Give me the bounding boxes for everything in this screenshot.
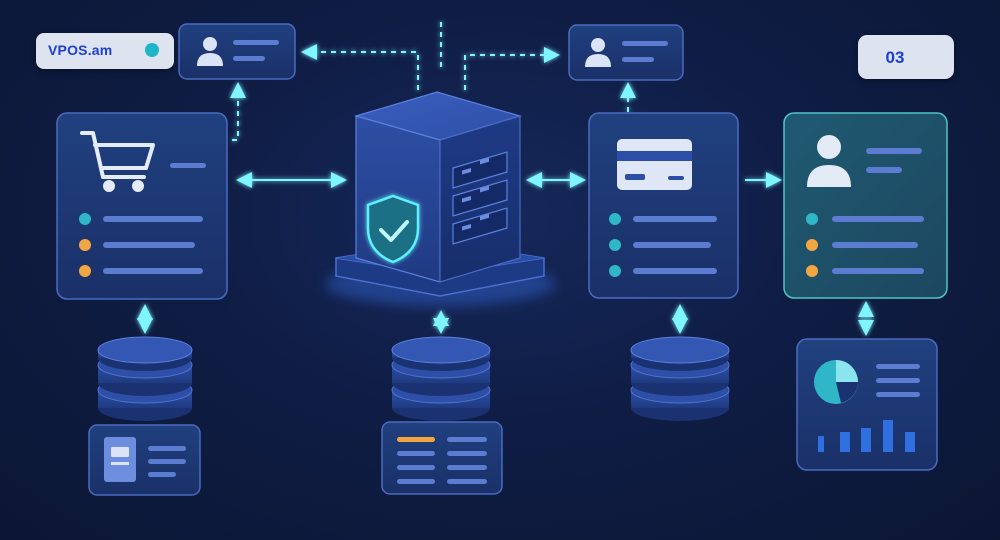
status-dot-teal [609, 213, 621, 225]
document-card [88, 424, 201, 496]
status-dot-teal [79, 213, 91, 225]
brand-badge: VPOS.am [36, 33, 174, 69]
connector-cube-top-left [301, 44, 419, 90]
profile-panel [783, 112, 948, 299]
database-icon [391, 336, 491, 421]
server-rack-icon [452, 151, 508, 245]
user-icon [807, 135, 851, 187]
status-dot-orange [806, 239, 818, 251]
document-icon [104, 437, 136, 482]
status-dot-orange [806, 265, 818, 277]
cart-panel [56, 112, 228, 300]
user-icon [585, 38, 611, 67]
connectors [137, 22, 874, 336]
status-dot-teal [806, 213, 818, 225]
status-dot-teal [609, 265, 621, 277]
database-icon [630, 336, 730, 421]
credit-card-icon [617, 139, 692, 190]
secure-server-cube [325, 91, 555, 306]
user-card-top-right [568, 24, 684, 81]
database-icon [97, 336, 193, 421]
user-card-top-left [178, 23, 296, 80]
status-dot-teal [609, 239, 621, 251]
user-icon [197, 37, 223, 66]
status-dot-orange [79, 239, 91, 251]
payment-card-panel [588, 112, 739, 299]
pie-chart-icon [814, 360, 858, 404]
bar-chart-icon [818, 420, 915, 452]
brand-dot [145, 43, 159, 57]
step-number: 03 [885, 48, 905, 67]
brand-name: VPOS.am [48, 42, 113, 58]
table-card [381, 421, 503, 495]
shield-check-icon [366, 194, 420, 264]
status-dot-orange [79, 265, 91, 277]
step-badge: 03 [858, 35, 954, 79]
connector-cube-top-right [464, 47, 560, 90]
shopping-cart-icon [80, 131, 155, 192]
report-card [796, 338, 938, 471]
connector-cart-user [230, 82, 246, 141]
